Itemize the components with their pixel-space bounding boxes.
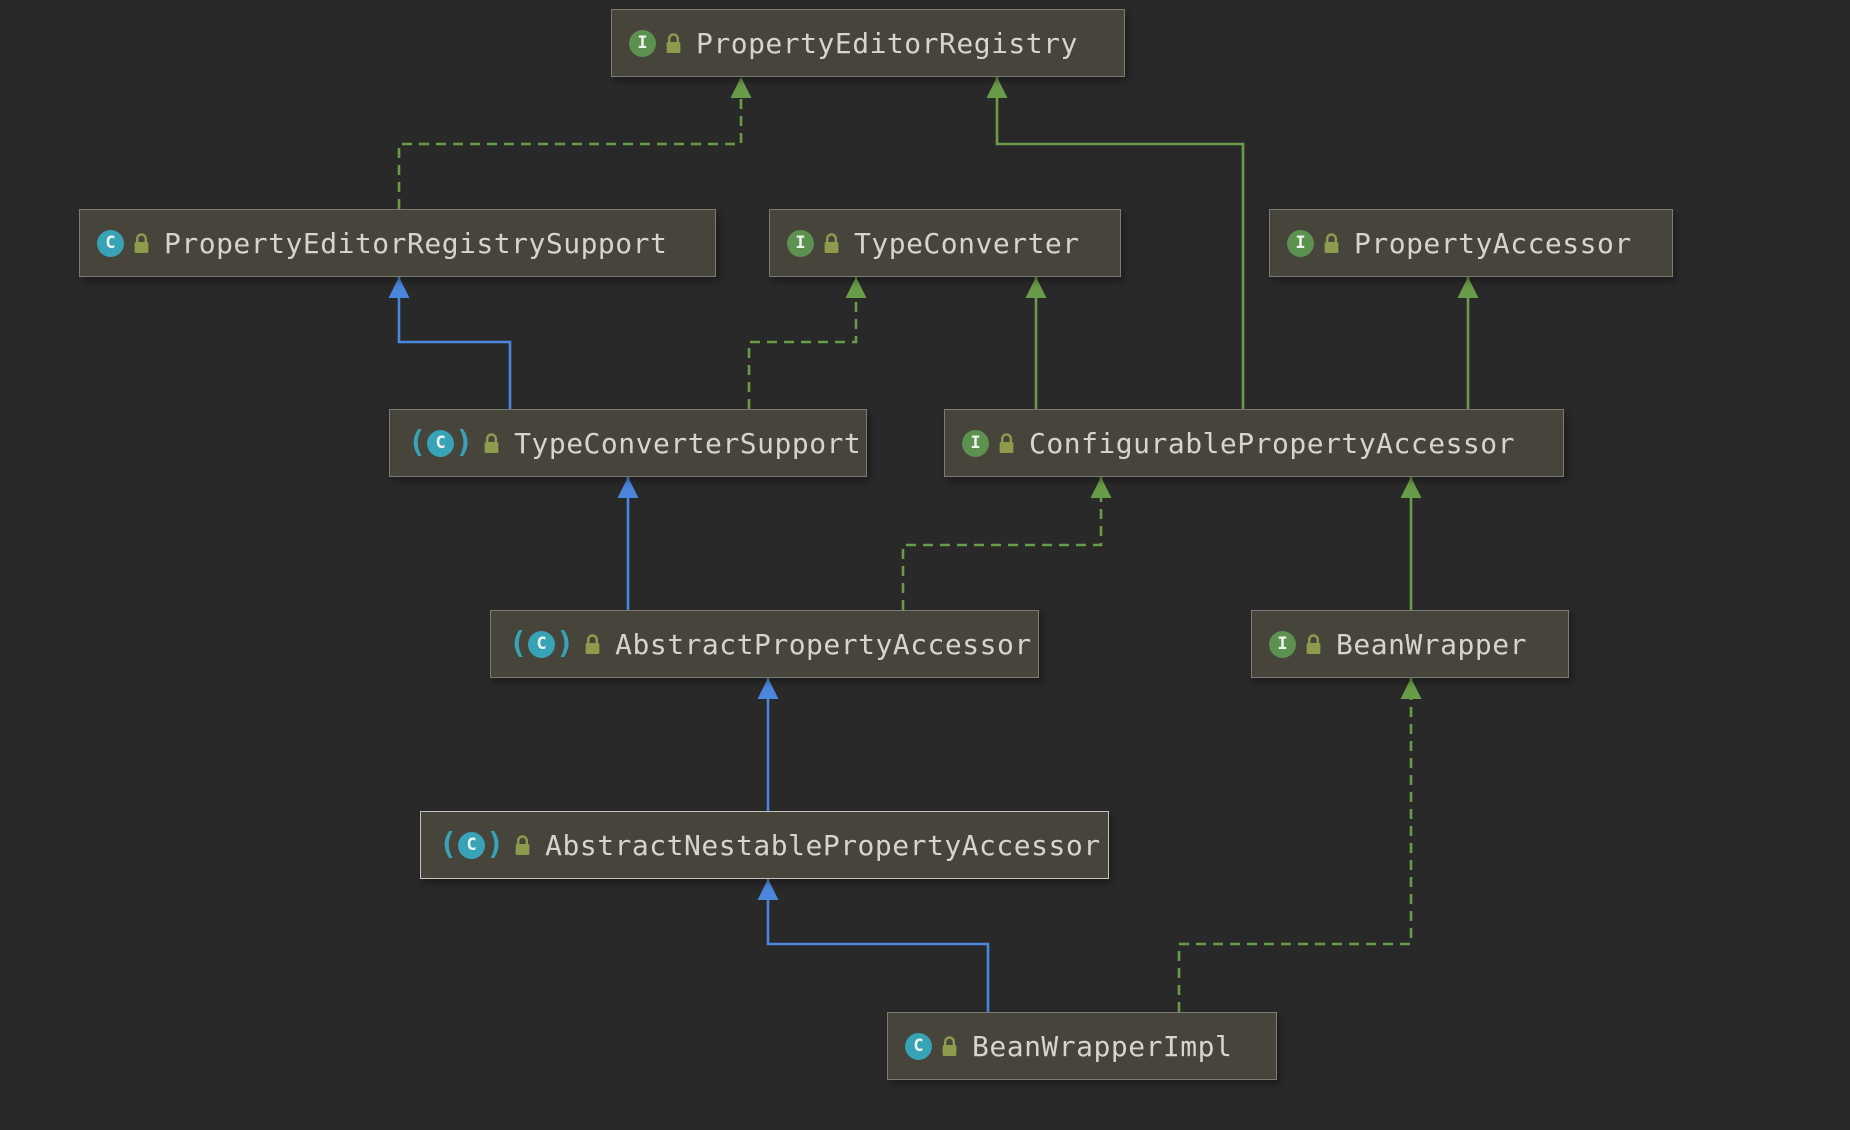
icon-letter: I [787,229,814,257]
node-beanwrapper[interactable]: I BeanWrapper [1251,610,1569,678]
edge-beanwrapperimpl-to-abstractnestablepropertyaccessor [757,879,990,1012]
interface-icon: I [962,429,989,457]
edge-typeconvertersupport-to-typeconverter [747,277,867,409]
abstract-class-icon: (C) [407,424,474,460]
abstract-paren-left: ( [509,625,528,661]
class-icon: C [905,1032,932,1060]
lock-icon [942,1035,957,1056]
node-propertyaccessor[interactable]: I PropertyAccessor [1269,209,1673,277]
node-label: BeanWrapperImpl [972,1029,1233,1063]
node-configurablepropertyaccessor[interactable]: I ConfigurablePropertyAccessor [944,409,1564,477]
lock-icon [1306,633,1321,654]
node-label: AbstractNestablePropertyAccessor [545,828,1101,862]
node-beanwrapperimpl[interactable]: C BeanWrapperImpl [887,1012,1277,1080]
lock-icon [134,232,149,253]
node-icon-cluster: (C) [407,424,501,460]
abstract-paren-left: ( [408,424,427,460]
class-icon: C [97,229,124,257]
lock-icon [666,32,681,53]
icon-letter: C [905,1032,932,1060]
icon-letter: I [1287,229,1314,257]
interface-icon: I [629,29,656,57]
node-label: PropertyEditorRegistry [696,26,1078,60]
node-icon-cluster: I [787,229,841,257]
node-label: AbstractPropertyAccessor [615,627,1032,661]
lock-icon [999,432,1014,453]
node-icon-cluster: I [1287,229,1341,257]
node-icon-cluster: I [962,429,1016,457]
abstract-paren-left: ( [439,826,458,862]
node-icon-cluster: I [629,29,683,57]
lock-icon [824,232,839,253]
icon-letter: C [427,429,455,457]
node-propertyeditorregistrysupport[interactable]: C PropertyEditorRegistrySupport [79,209,716,277]
edge-beanwrapperimpl-to-beanwrapper [1177,678,1422,1012]
icon-letter: C [528,630,556,658]
node-propertyeditorregistry[interactable]: I PropertyEditorRegistry [611,9,1125,77]
icon-letter: I [629,29,656,57]
node-icon-cluster: C [905,1032,959,1060]
lock-icon [484,432,499,453]
abstract-class-icon: (C) [508,625,575,661]
edge-group [388,77,1479,1012]
abstract-paren-right: ) [556,625,575,661]
icon-letter: C [458,831,486,859]
node-icon-cluster: (C) [508,625,602,661]
lock-icon [515,834,530,855]
node-typeconvertersupport[interactable]: (C) TypeConverterSupport [389,409,867,477]
node-abstractpropertyaccessor[interactable]: (C) AbstractPropertyAccessor [490,610,1039,678]
icon-letter: I [1269,630,1296,658]
node-label: TypeConverterSupport [514,426,862,460]
abstract-paren-right: ) [486,826,505,862]
interface-icon: I [787,229,814,257]
node-icon-cluster: (C) [438,826,532,862]
node-label: PropertyAccessor [1354,226,1632,260]
node-label: BeanWrapper [1336,627,1527,661]
icon-letter: C [97,229,124,257]
node-icon-cluster: C [97,229,151,257]
lock-icon [585,633,600,654]
lock-icon [1324,232,1339,253]
abstract-class-icon: (C) [438,826,505,862]
interface-icon: I [1269,630,1296,658]
node-icon-cluster: I [1269,630,1323,658]
edge-typeconvertersupport-to-propertyeditorregistrysupport [388,277,512,409]
node-label: PropertyEditorRegistrySupport [164,226,668,260]
edge-configurablepropertyaccessor-to-propertyeditorregistry [986,77,1245,409]
node-label: TypeConverter [854,226,1080,260]
node-abstractnestablepropertyaccessor[interactable]: (C) AbstractNestablePropertyAccessor [420,811,1109,879]
node-label: ConfigurablePropertyAccessor [1029,426,1516,460]
node-typeconverter[interactable]: I TypeConverter [769,209,1121,277]
edge-abstractpropertyaccessor-to-configurablepropertyaccessor [901,477,1112,610]
interface-icon: I [1287,229,1314,257]
abstract-paren-right: ) [455,424,474,460]
icon-letter: I [962,429,989,457]
